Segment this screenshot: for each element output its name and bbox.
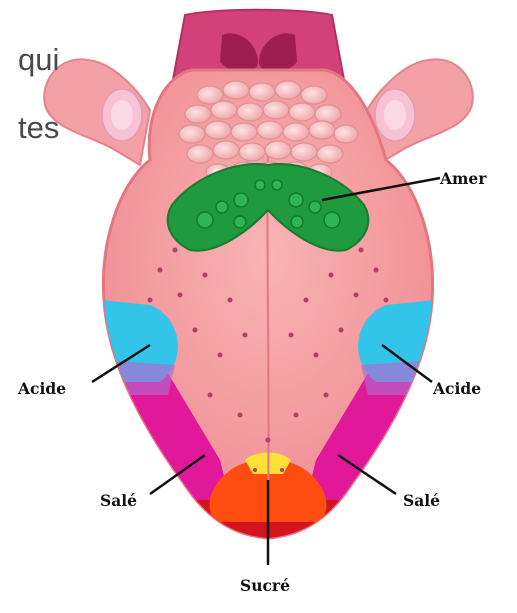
label-sour-right: Acide <box>432 379 481 398</box>
label-salty-left: Salé <box>100 491 137 510</box>
cropped-text-line-1: qui <box>18 44 59 75</box>
label-sour-left: Acide <box>17 379 66 398</box>
label-bitter: Amer <box>439 169 487 188</box>
label-sweet: Sucré <box>240 576 290 595</box>
left-tonsil <box>44 59 150 165</box>
label-salty-right: Salé <box>403 491 440 510</box>
cropped-text-line-2: tes <box>18 112 59 143</box>
sour-zone-left-blend <box>100 360 175 395</box>
